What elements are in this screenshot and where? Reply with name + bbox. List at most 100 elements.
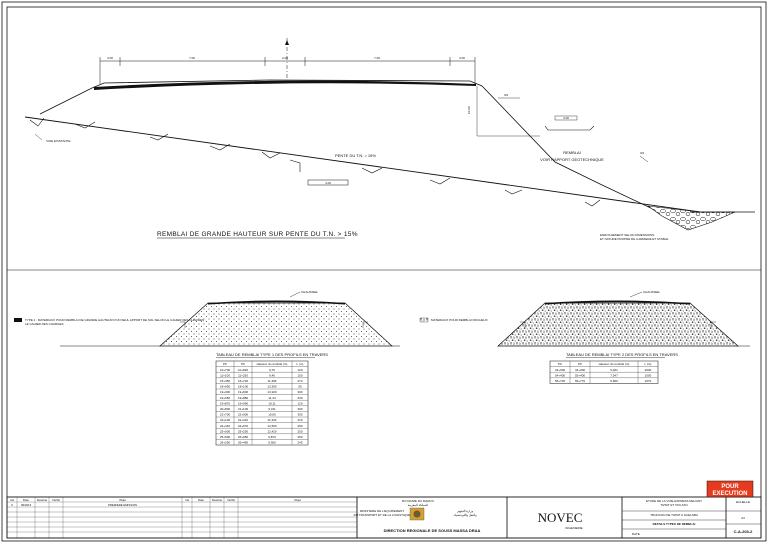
table-cell: 24+410 xyxy=(220,424,230,428)
table-cell: 6,660 xyxy=(610,379,618,383)
kingdom-ar: المملكة المغربية xyxy=(408,503,428,507)
ministry-fr-2: DU TRANSPORT ET DE LA LOGISTIQUE xyxy=(354,513,411,517)
table-cell: 5,021 xyxy=(610,368,618,372)
table-cell: 25+500 xyxy=(220,435,230,439)
table-cell: 230 xyxy=(297,396,302,400)
table-cell: 2000 xyxy=(645,368,652,372)
table-cell: 300 xyxy=(297,413,302,417)
table-cell: 9,40 xyxy=(269,373,275,377)
revision-header-cell: Objet xyxy=(294,498,301,502)
table-cell: 11+250 xyxy=(238,373,248,377)
table-cell: 7,547 xyxy=(610,373,618,377)
table-cell: 120 xyxy=(297,401,302,405)
toe-label-1: ENROCHEMENT SELON DIMENSIONS xyxy=(600,233,654,237)
drawing-number: C-A-203-2 xyxy=(734,529,753,534)
type1-section: CHAUSSEE TYPE 1 : MATERIAUX POUR REMBLAI… xyxy=(14,290,400,446)
table-cell: 245 xyxy=(297,441,302,445)
type1-road-label: CHAUSSEE xyxy=(301,290,318,294)
table-cell: 250 xyxy=(297,429,302,433)
table-cell: 11,34 xyxy=(268,396,276,400)
table-cell: 270 xyxy=(297,379,302,383)
table-cell: 300 xyxy=(297,407,302,411)
ministry-ar-2: والنقل واللوجستيك xyxy=(453,513,477,517)
left-label: VOIE EXISTANTE xyxy=(46,139,70,143)
table-cell: 19+300 xyxy=(220,390,230,394)
table-cell: 19+600 xyxy=(238,390,248,394)
table-cell: 150 xyxy=(297,373,302,377)
svg-text:10.00: 10.00 xyxy=(467,106,471,114)
table-cell: 19+870 xyxy=(220,401,230,405)
revision-header-cell: Date xyxy=(198,498,204,502)
kingdom-fr: ROYAUME DU MAROC xyxy=(402,499,435,503)
natural-terrain-line xyxy=(24,116,701,213)
table-cell: 32+300 xyxy=(555,368,565,372)
revision-cell: 09/2013 xyxy=(21,503,32,507)
table-cell: 55+400 xyxy=(575,373,585,377)
svg-text:7.00: 7.00 xyxy=(374,56,380,60)
svg-text:2.00: 2.00 xyxy=(282,56,288,60)
slope-label: PENTE DU T.N. > 15% xyxy=(335,153,376,158)
project-line-1: ETUDE DE LA VOIE EXPRESS RELIANT xyxy=(646,499,702,503)
svg-text:4.00: 4.00 xyxy=(563,116,569,120)
project-line-3: TRONCON DE TIZNIT A GUELMIM xyxy=(650,513,698,517)
table-cell: 18+050 xyxy=(220,385,230,389)
table-cell: 21+100 xyxy=(238,407,248,411)
direction-label: DIRECTION REGIONALE DE SOUSS MASSA DRAA xyxy=(384,528,481,533)
sheet-title: DETAILS TYPES DE REMBLAI xyxy=(653,522,696,526)
table-cell: 10,11 xyxy=(268,401,276,405)
type1-table-title: TABLEAU DE REMBLAI TYPE 1 DES PROFILS EN… xyxy=(216,352,328,357)
table-header-cell: PK xyxy=(241,362,245,366)
svg-text:3/2: 3/2 xyxy=(640,151,645,155)
table-cell: 11,396 xyxy=(268,379,277,383)
company-logo: NOVEC xyxy=(538,510,583,525)
svg-text:LE CAHIER DES CHARGES: LE CAHIER DES CHARGES xyxy=(25,322,64,326)
table-cell: 12,560 xyxy=(267,424,277,428)
ministry-ar-1: وزارة التجهيز xyxy=(456,509,474,513)
table-cell: 13,320 xyxy=(267,390,277,394)
table-cell: 54+400 xyxy=(555,373,565,377)
table-header-cell: L (m) xyxy=(645,362,652,366)
table-cell: 24+670 xyxy=(238,424,248,428)
table-cell: 19+990 xyxy=(238,401,248,405)
revision-header-cell: Vérifié xyxy=(52,498,60,502)
revision-cell: PREMIERE EMISSION xyxy=(108,503,137,507)
table-cell: 22+100 xyxy=(220,418,230,422)
type2-road-label: CHAUSSEE xyxy=(643,290,660,294)
table-cell: 15+450 xyxy=(220,379,230,383)
ministry-fr-1: MINISTERE DE L'EQUIPEMENT xyxy=(360,509,404,513)
table-cell: 25+250 xyxy=(238,429,248,433)
dimension-ticks xyxy=(99,57,476,84)
type1-legend: TYPE 1 : MATERIAUX POUR REMBLAI DE GRAND… xyxy=(25,318,204,322)
table-cell: 120 xyxy=(297,368,302,372)
table-header-cell: Hauteur du remblai (m) xyxy=(257,362,288,366)
table-cell: 11,332 xyxy=(268,418,277,422)
table-cell: 19+880 xyxy=(238,396,248,400)
date-label: DATE xyxy=(632,532,640,536)
table-cell: 9,870 xyxy=(268,435,276,439)
revision-header-cell: Dessiné xyxy=(37,498,48,502)
table-header-cell: Hauteur du remblai (m) xyxy=(599,362,630,366)
table-cell: 9,70 xyxy=(269,368,275,372)
revision-header-cell: Dessiné xyxy=(212,498,223,502)
table-cell: 22+000 xyxy=(238,413,248,417)
table-cell: 10+820 xyxy=(238,368,248,372)
table-cell: 26+495 xyxy=(238,441,248,445)
table-cell: 21+700 xyxy=(220,413,230,417)
badge-line-2: EXECUTION xyxy=(712,491,747,497)
format-label: A3 xyxy=(741,516,745,520)
table-cell: 10+700 xyxy=(220,368,230,372)
table-header-cell: L (m) xyxy=(297,362,304,366)
table-cell: 25+000 xyxy=(220,429,230,433)
svg-text:3/2: 3/2 xyxy=(504,93,509,97)
execution-badge xyxy=(706,480,754,498)
svg-text:3.00: 3.00 xyxy=(459,56,465,60)
type2-legend: MATERIAUX POUR REMBLAI ROCHEUX xyxy=(431,318,488,322)
table-cell: 50 xyxy=(298,385,302,389)
svg-text:3.00: 3.00 xyxy=(107,56,113,60)
scale-label: ECHELLE xyxy=(736,500,750,504)
embankment-outline xyxy=(39,79,656,211)
